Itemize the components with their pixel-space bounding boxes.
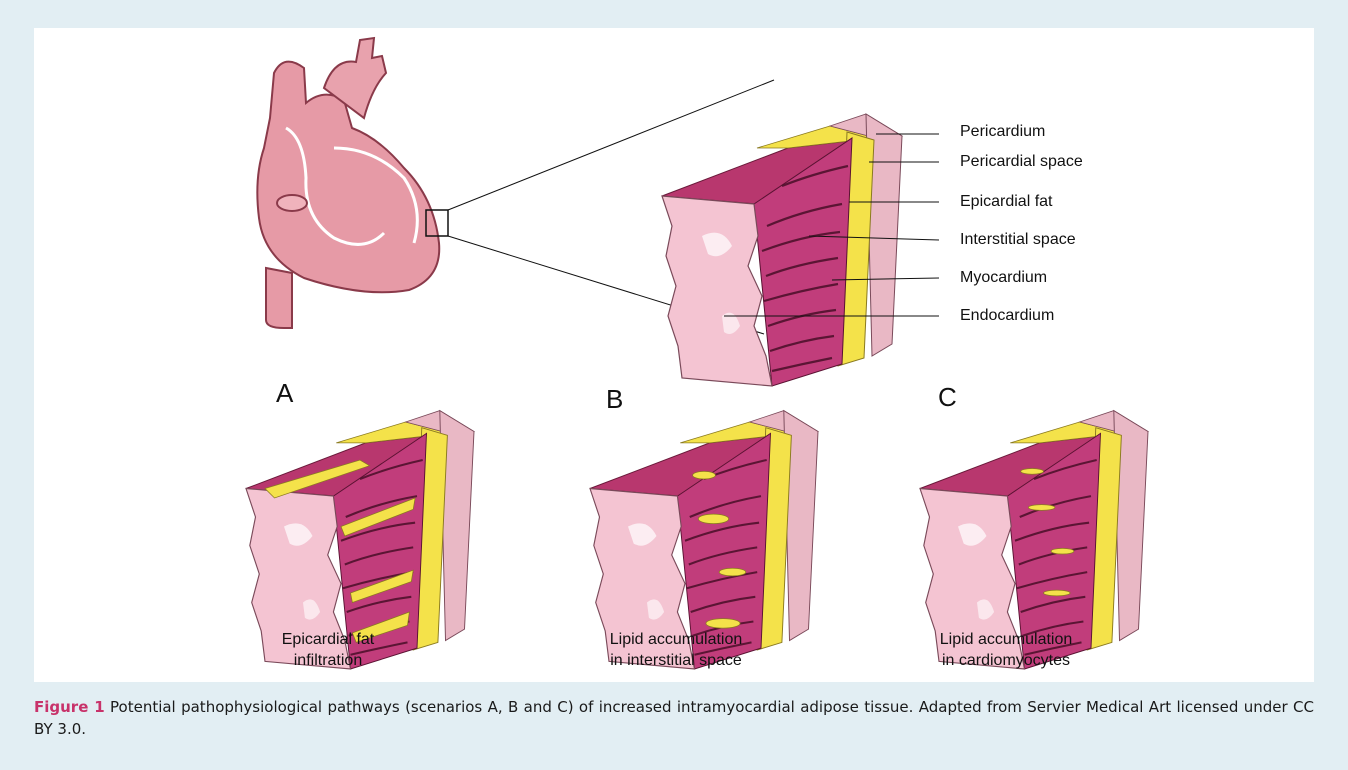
scenario-caption-c-line1: Lipid accumulation: [886, 629, 1126, 650]
heart-illustration: [257, 38, 439, 328]
scenario-caption-a: Epicardial fat infiltration: [208, 629, 448, 671]
scenario-letter-c: C: [938, 382, 957, 413]
label-pericardial-space: Pericardial space: [960, 152, 1083, 172]
label-myocardium: Myocardium: [960, 268, 1047, 288]
label-endocardium: Endocardium: [960, 306, 1054, 326]
label-interstitial-space: Interstitial space: [960, 230, 1076, 250]
scenario-caption-a-line2: infiltration: [208, 650, 448, 671]
scenario-caption-b-line2: in interstitial space: [556, 650, 796, 671]
scenario-caption-b-line1: Lipid accumulation: [556, 629, 796, 650]
scenario-letter-b: B: [606, 384, 623, 415]
scenario-caption-a-line1: Epicardial fat: [208, 629, 448, 650]
label-pericardium: Pericardium: [960, 122, 1045, 142]
scenario-letter-a: A: [276, 378, 293, 409]
figure-number: Figure 1: [34, 698, 105, 716]
label-epicardial-fat: Epicardial fat: [960, 192, 1053, 212]
figure-illustration: [34, 28, 1314, 682]
figure-caption: Figure 1 Potential pathophysiological pa…: [34, 696, 1314, 740]
figure-caption-text: Potential pathophysiological pathways (s…: [34, 698, 1314, 738]
scenario-caption-b: Lipid accumulation in interstitial space: [556, 629, 796, 671]
tissue-block-main: [662, 114, 902, 386]
scenario-caption-c-line2: in cardiomyocytes: [886, 650, 1126, 671]
figure-panel: Pericardium Pericardial space Epicardial…: [34, 28, 1314, 682]
scenario-caption-c: Lipid accumulation in cardiomyocytes: [886, 629, 1126, 671]
